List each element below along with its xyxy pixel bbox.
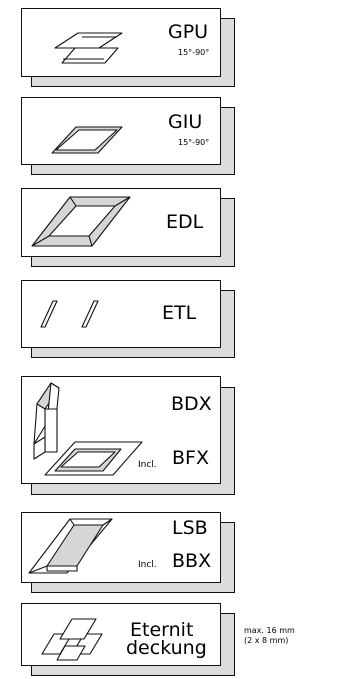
max-thickness-note: max. 16 mm (2 x 8 mm) [244,626,295,646]
note-line-1: max. 16 mm [244,626,295,635]
product-name: EDL [166,211,204,233]
product-name: ETL [162,302,197,324]
included-prefix: Incl. [138,560,157,570]
product-card-bdx: BDX Incl. BFX [21,376,235,496]
product-name: GPU [168,21,209,43]
lsb-lining-icon [28,518,113,574]
product-name: GIU [168,111,203,133]
card-face: BDX Incl. BFX [21,376,221,484]
gpu-window-icon [54,32,123,64]
product-card-giu: GIU 15°-90° [21,97,235,176]
card-face: GPU 15°-90° [21,8,221,77]
card-face: EDL [21,188,221,257]
product-name: LSB [172,517,208,539]
card-face: LSB Incl. BBX [21,512,221,583]
angle-range: 15°-90° [178,48,210,57]
product-name: BDX [171,393,212,415]
card-face: Eternit deckung [21,603,221,666]
edl-flashing-icon [31,196,131,247]
card-face: ETL [21,280,221,348]
product-card-etl: ETL [21,280,235,359]
product-card-edl: EDL [21,188,235,268]
product-card-lsb: LSB Incl. BBX [21,512,235,594]
product-card-gpu: GPU 15°-90° [21,8,235,88]
product-card-eternit: Eternit deckung [21,603,235,677]
angle-range: 15°-90° [178,138,210,147]
card-face: GIU 15°-90° [21,97,221,165]
included-product-name: BBX [172,550,212,572]
product-name-line2: deckung [126,637,207,659]
included-prefix: Incl. [138,460,157,470]
bdx-insulation-icon [33,382,143,476]
etl-flashing-icon [40,300,99,328]
eternit-tiles-icon [41,618,103,661]
included-product-name: BFX [172,447,209,469]
giu-window-icon [51,126,123,154]
note-line-2: (2 x 8 mm) [244,636,289,645]
product-name-line1: Eternit [130,619,194,641]
